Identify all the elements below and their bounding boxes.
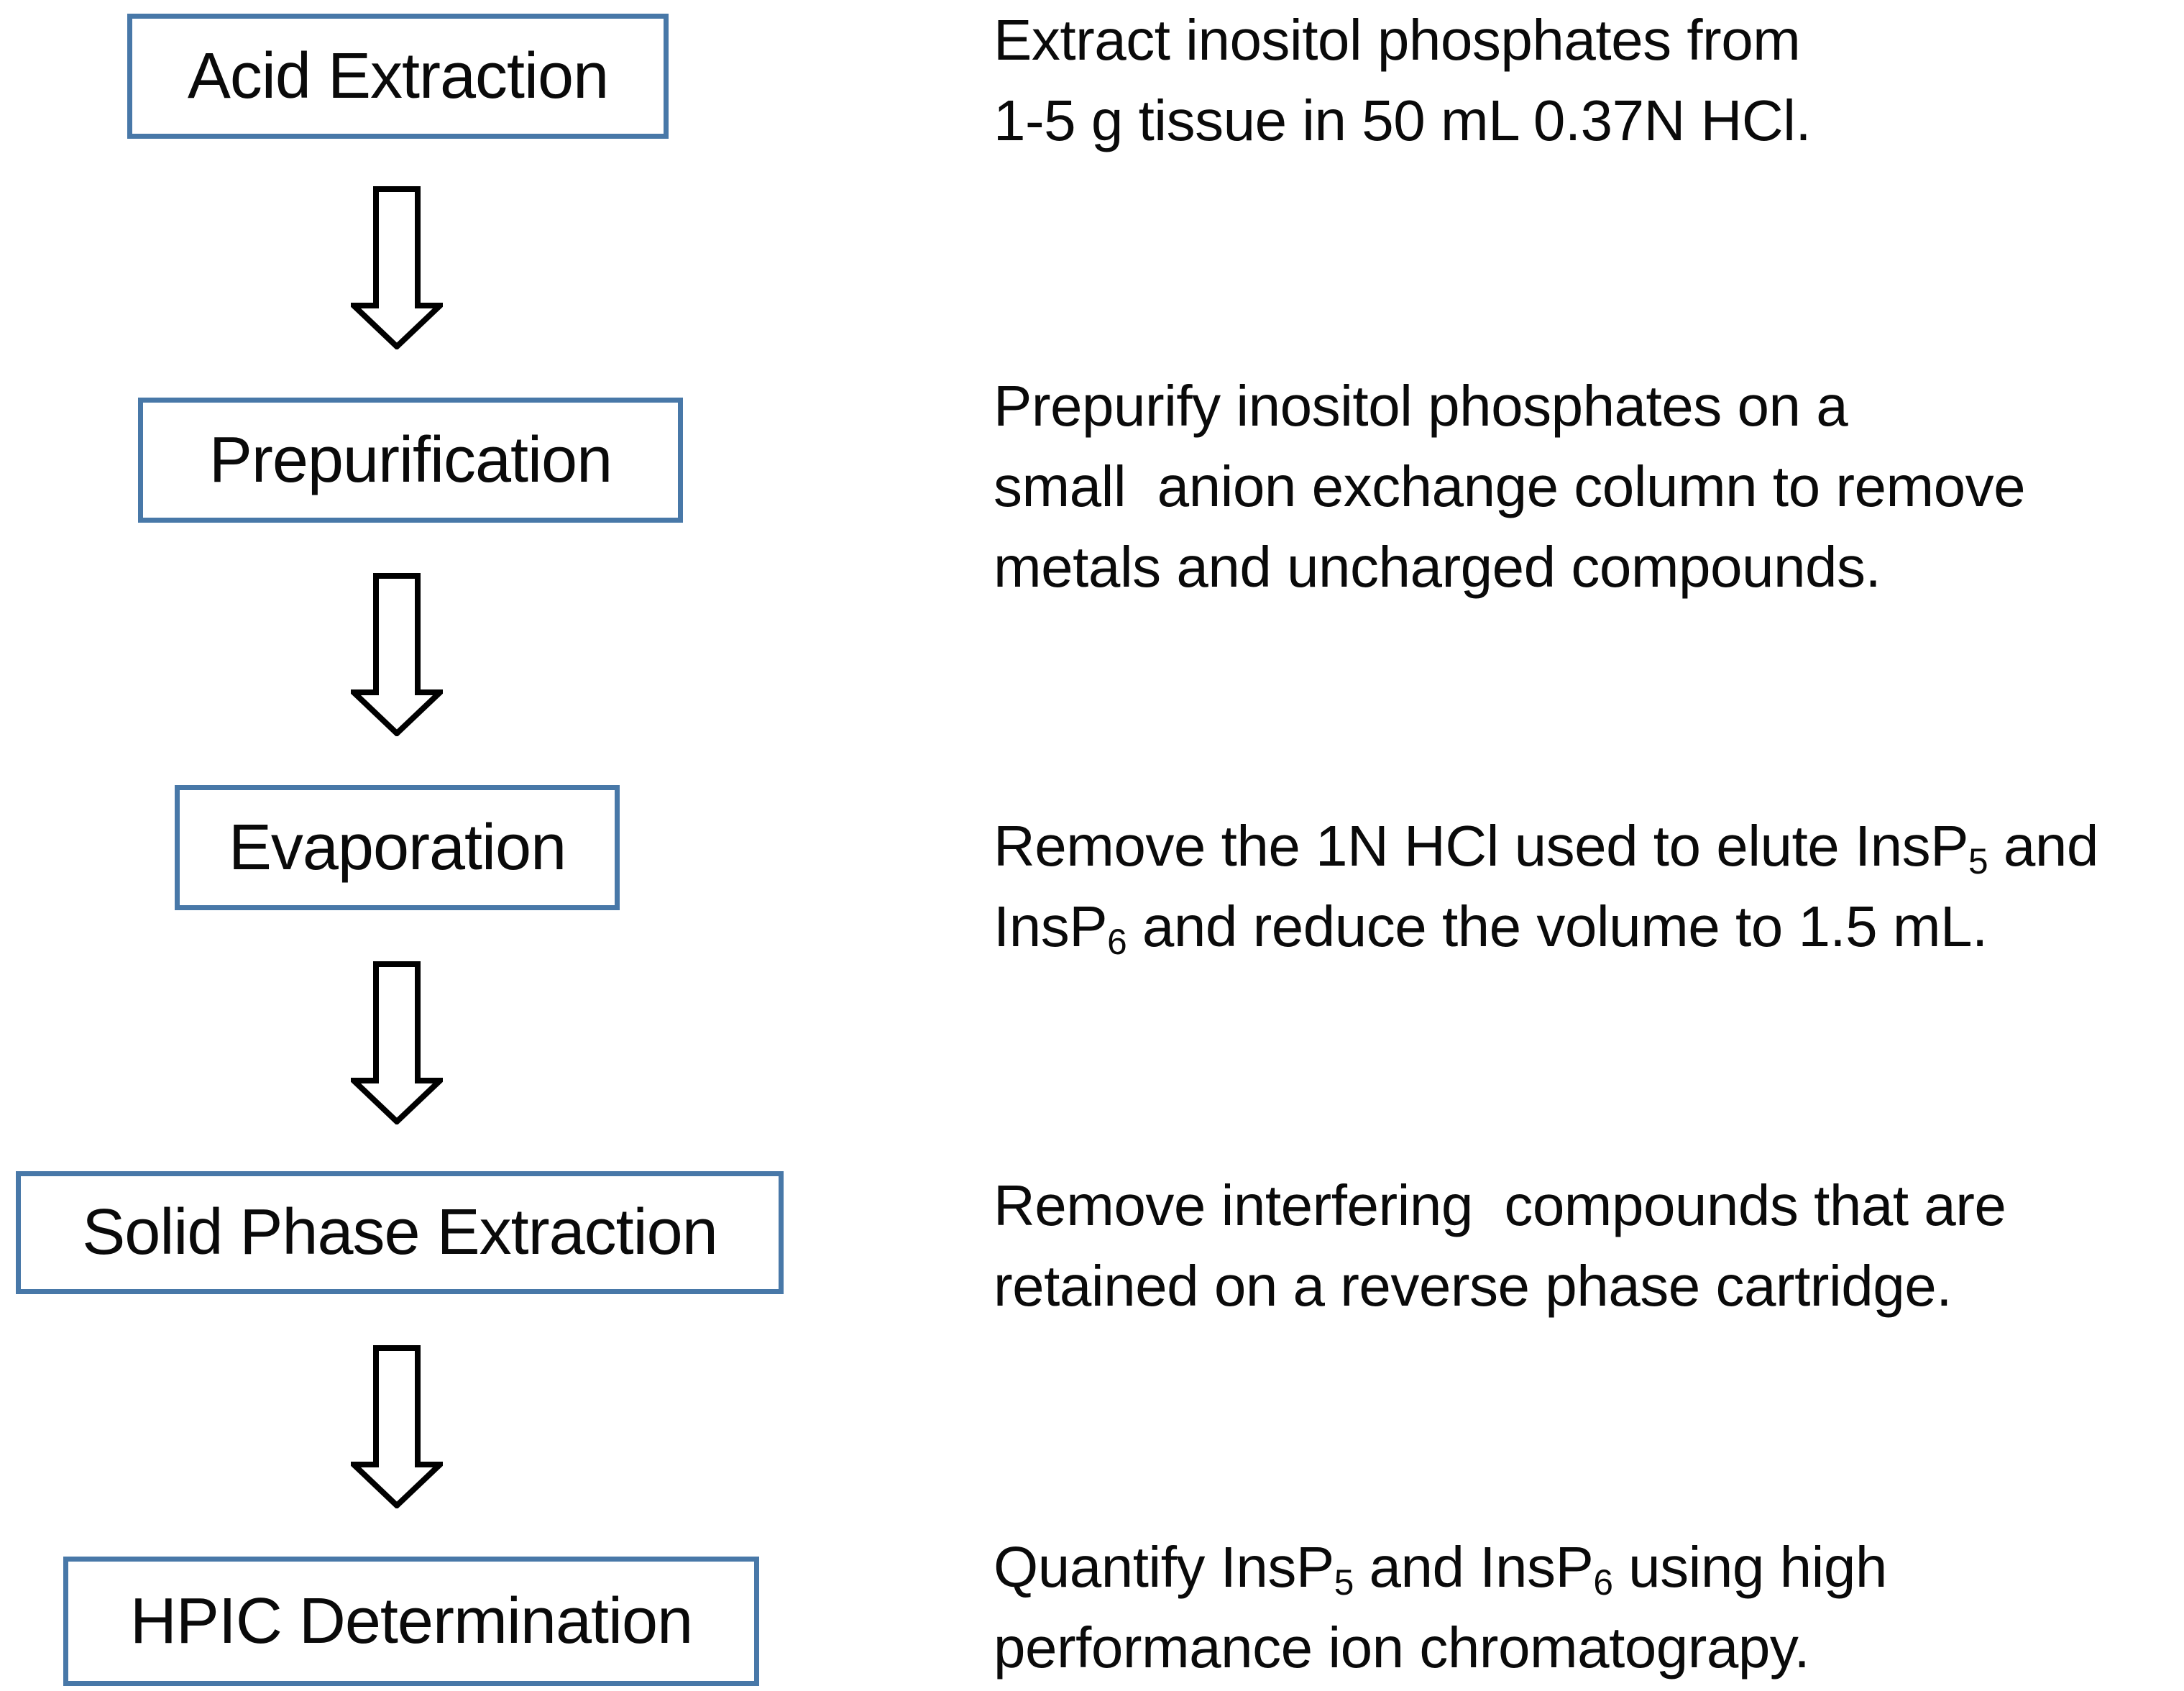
description-line: performance ion chromatograpy. — [994, 1616, 1810, 1679]
description-line: Extract inositol phosphates from — [994, 8, 1801, 72]
step-box-hpic-determination: HPIC Determination — [63, 1557, 759, 1686]
down-arrow-icon — [351, 1344, 443, 1508]
step-label: HPIC Determination — [129, 1585, 693, 1657]
step-label: Acid Extraction — [187, 40, 609, 112]
step-description-evaporation: Remove the 1N HCl used to elute InsP5 an… — [994, 806, 2098, 967]
down-arrow-icon — [351, 185, 443, 349]
step-label: Solid Phase Extraction — [82, 1196, 717, 1268]
step-box-solid-phase-extraction: Solid Phase Extraction — [16, 1171, 784, 1294]
description-line: Remove interfering compounds that are — [994, 1173, 2006, 1237]
step-box-acid-extraction: Acid Extraction — [127, 14, 669, 139]
down-arrow-icon — [351, 961, 443, 1124]
description-line: Remove the 1N HCl used to elute InsP5 an… — [994, 814, 2098, 881]
step-box-prepurification: Prepurification — [138, 398, 683, 523]
step-box-evaporation: Evaporation — [175, 785, 620, 910]
step-label: Evaporation — [228, 811, 566, 884]
step-description-hpic-determination: Quantify InsP5 and InsP6 using high perfo… — [994, 1527, 1887, 1688]
step-label: Prepurification — [208, 423, 612, 496]
description-line: small anion exchange column to remove — [994, 454, 2026, 518]
description-line: retained on a reverse phase cartridge. — [994, 1254, 1952, 1318]
description-line: 1-5 g tissue in 50 mL 0.37N HCl. — [994, 88, 1812, 152]
description-line: Quantify InsP5 and InsP6 using high — [994, 1535, 1887, 1603]
step-description-acid-extraction: Extract inositol phosphates from 1-5 g ti… — [994, 0, 1812, 161]
step-description-prepurification: Prepurify inositol phosphates on a small … — [994, 366, 2026, 608]
description-line: InsP6 and reduce the volume to 1.5 mL. — [994, 894, 1988, 962]
step-description-solid-phase-extraction: Remove interfering compounds that are ret… — [994, 1165, 2006, 1326]
down-arrow-icon — [351, 572, 443, 736]
description-line: Prepurify inositol phosphates on a — [994, 374, 1848, 438]
description-line: metals and uncharged compounds. — [994, 535, 1881, 599]
